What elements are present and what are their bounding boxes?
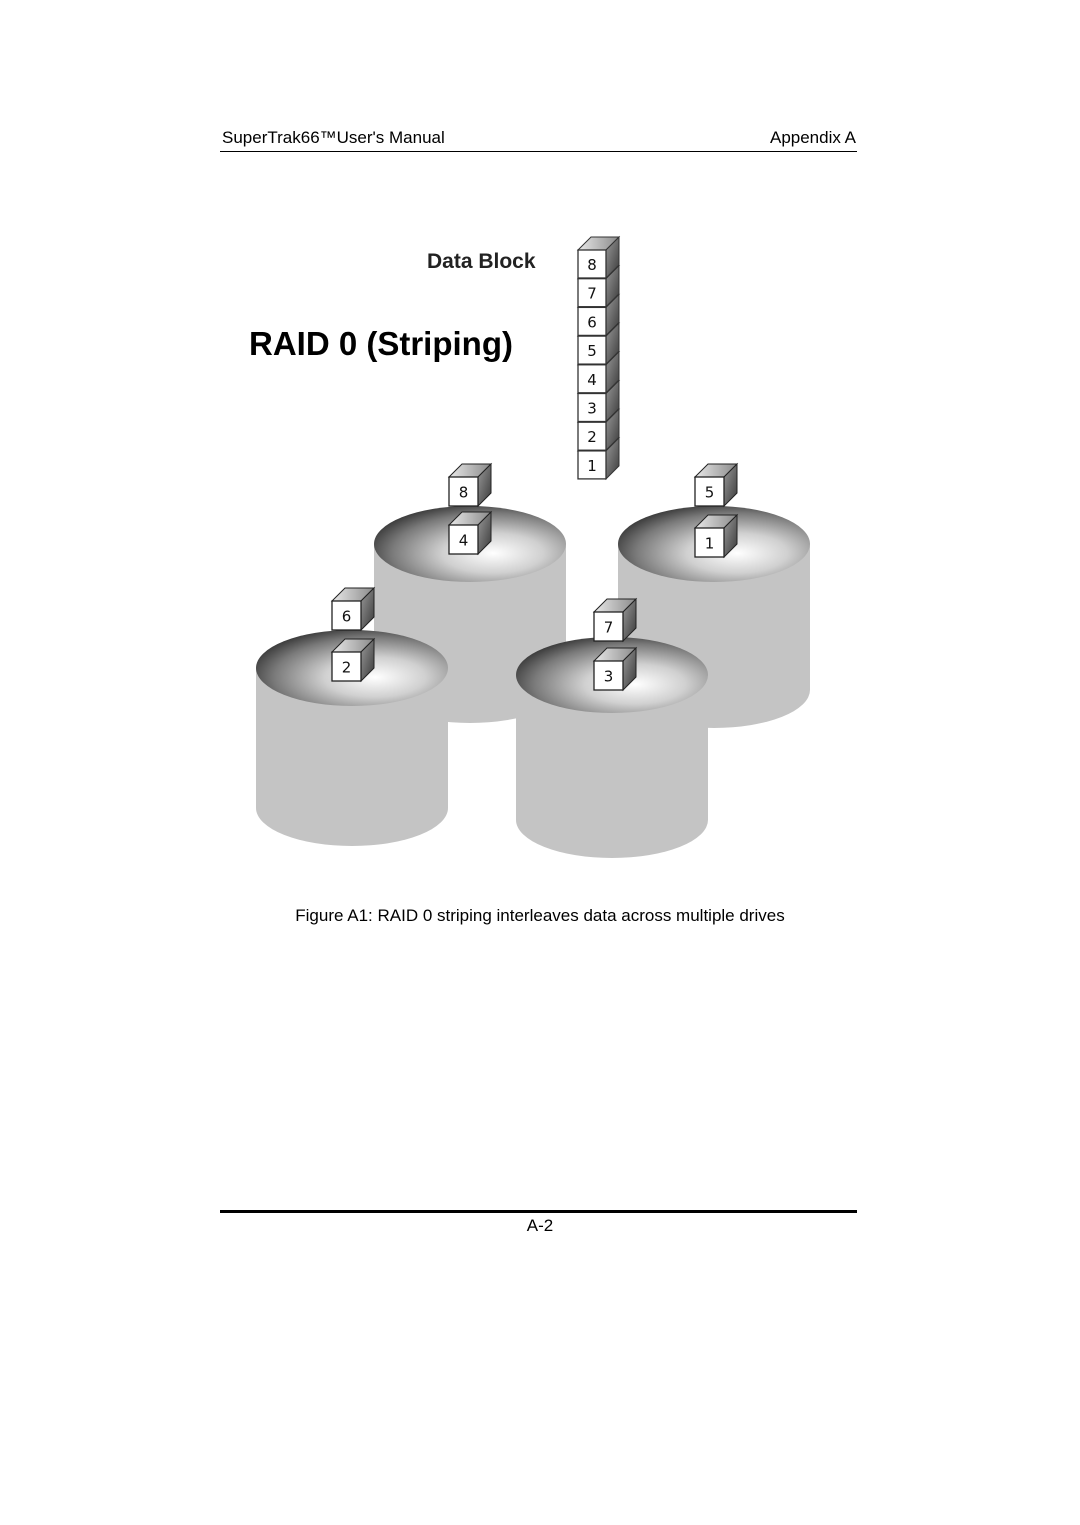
drive-block: 1	[693, 513, 739, 559]
header-section: Appendix A	[769, 128, 856, 147]
block-number: 1	[705, 535, 715, 553]
data-block-label: Data Block	[427, 250, 536, 273]
block-number: 2	[587, 428, 597, 446]
block-number: 8	[587, 256, 597, 274]
block-number: 5	[705, 484, 715, 502]
drive-block: 5	[693, 462, 739, 508]
block-number: 6	[342, 608, 352, 626]
block-number: 2	[342, 659, 352, 677]
header-manual-title: SuperTrak66™User's Manual	[222, 128, 445, 147]
block-number: 7	[587, 285, 597, 303]
block-number: 8	[459, 484, 469, 502]
footer-rule	[220, 1210, 857, 1213]
drive-block: 8	[447, 462, 493, 508]
raid0-diagram: RAID 0 (Striping) Data Block 1 2 3 4 5 6 7 8 8 4…	[249, 235, 810, 858]
block-number: 3	[587, 400, 597, 418]
drive-block: 7	[592, 597, 638, 643]
block-number: 4	[459, 532, 469, 550]
block-number: 5	[587, 342, 597, 360]
block-number: 3	[604, 668, 614, 686]
drive-block: 3	[592, 646, 638, 692]
block-number: 7	[604, 619, 614, 637]
drive-cylinder: 62	[256, 586, 448, 846]
drive-block: 6	[330, 586, 376, 632]
block-number: 1	[587, 457, 597, 475]
drive-block: 4	[447, 510, 493, 556]
drive-cylinder: 73	[516, 597, 708, 858]
figure-caption: Figure A1: RAID 0 striping interleaves d…	[295, 906, 785, 925]
data-block-stack: 1 2 3 4 5 6 7 8	[576, 235, 621, 481]
block-number: 6	[587, 313, 597, 331]
header-rule	[220, 151, 857, 152]
stack-block: 8	[576, 235, 621, 280]
figure-title: RAID 0 (Striping)	[249, 325, 513, 362]
page-number: A-2	[526, 1216, 554, 1235]
drive-cylinder: 51	[618, 462, 810, 728]
drive-block: 2	[330, 637, 376, 683]
block-number: 4	[587, 371, 597, 389]
